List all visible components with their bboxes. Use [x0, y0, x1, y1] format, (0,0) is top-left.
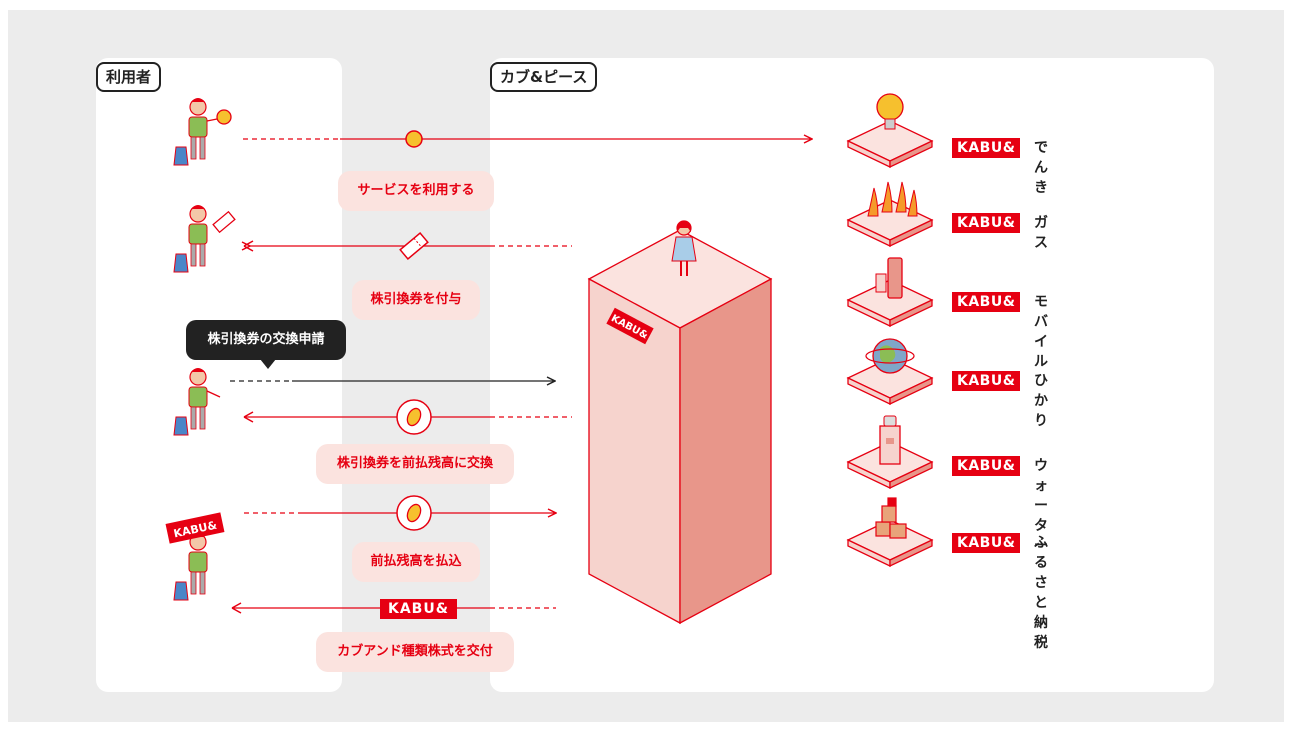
kabu-badge: KABU& [952, 292, 1021, 312]
smartphone-icon [875, 257, 903, 299]
flow-grant-voucher [244, 231, 572, 261]
user-figure [173, 205, 236, 273]
issue-shares-label: カブアンド種類株式を交付 [316, 632, 514, 672]
kabu-badge: KABU& [952, 213, 1021, 233]
flow-pay-prepaid [244, 495, 556, 531]
service-name: でんき [1034, 140, 1048, 196]
kabu-badge: KABU& [952, 138, 1021, 158]
globe-icon [865, 338, 915, 374]
grant-voucher-label: 株引換券を付与 [352, 280, 480, 320]
exchange-request-tail [260, 359, 276, 369]
coin-icon [406, 503, 422, 523]
flow-channel [342, 58, 490, 692]
ticket-icon [399, 231, 429, 261]
water-server-icon [879, 415, 901, 465]
service-platforms [846, 93, 934, 568]
service-name: ウォーター [1034, 458, 1048, 554]
service-name: モバイル [1034, 294, 1048, 370]
user-figure [173, 533, 208, 601]
user-figure [173, 98, 232, 166]
company-section-label: カブ&ピース [490, 62, 598, 92]
flame-icon [867, 181, 918, 217]
kabu-badge: KABU& [952, 533, 1021, 553]
service-name: ひかり [1034, 373, 1048, 429]
exchange-prepaid-label: 株引換券を前払残高に交換 [316, 444, 514, 484]
user-panel [96, 58, 342, 692]
kabu-badge: KABU& [952, 371, 1021, 391]
exchange-request-label: 株引換券の交換申請 [186, 320, 346, 360]
flow-use-service [243, 130, 812, 148]
kabu-logo-pill: KABU& [380, 599, 457, 619]
coin-icon [406, 407, 422, 427]
kabu-building: KABU& [587, 220, 773, 625]
coin-icon [405, 130, 423, 148]
service-name: ガス [1034, 215, 1048, 251]
kabu-badge: KABU& [952, 456, 1021, 476]
user-figure [173, 368, 221, 436]
lightbulb-icon [876, 93, 904, 130]
user-section-label: 利用者 [96, 62, 162, 92]
gift-boxes-icon [875, 497, 907, 539]
company-person-figure [671, 220, 697, 276]
pay-prepaid-label: 前払残高を払込 [352, 542, 480, 582]
use-service-label: サービスを利用する [338, 171, 494, 211]
held-kabu-sign: KABU& [165, 512, 225, 544]
flow-exchange-prepaid [243, 399, 572, 435]
service-name: ふるさと納税 [1034, 535, 1048, 651]
